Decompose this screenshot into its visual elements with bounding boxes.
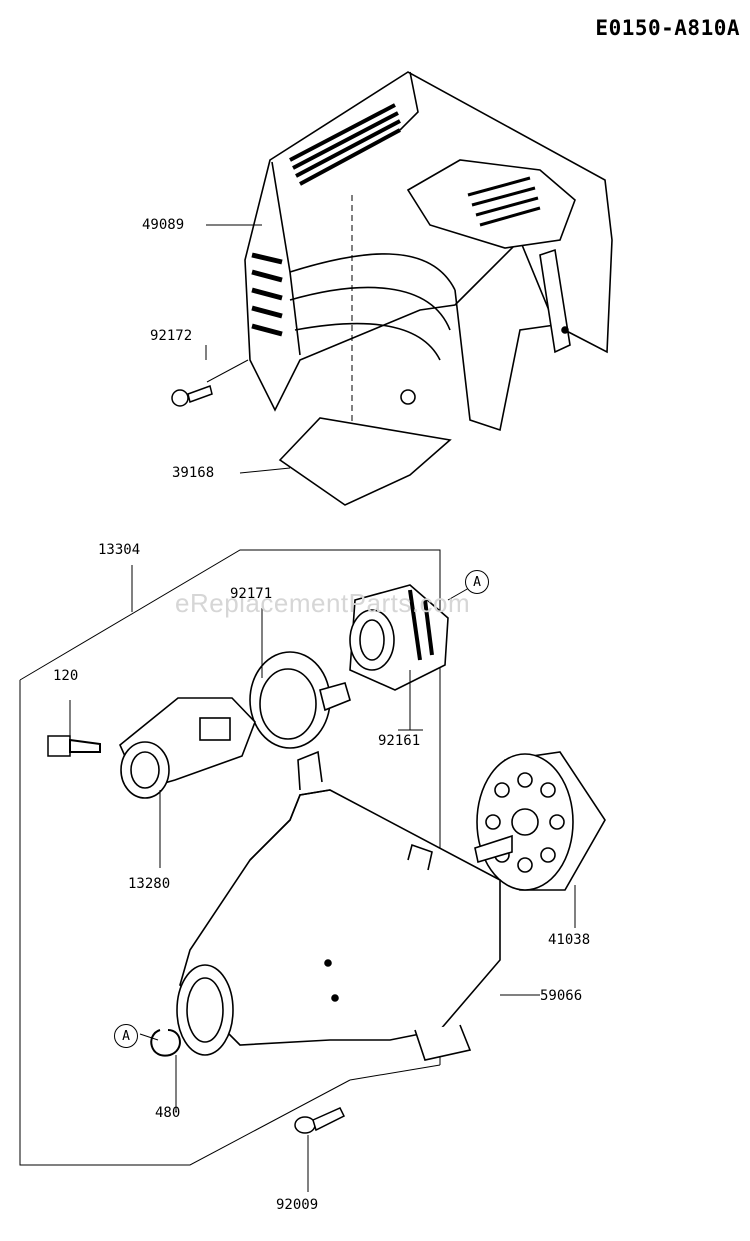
assembly-bottom-line bbox=[349, 1064, 441, 1081]
clutch-hub-drawing bbox=[119, 697, 256, 799]
shroud-side-vents bbox=[251, 252, 283, 337]
part-label-flywheel: 41038 bbox=[548, 932, 591, 948]
leader-lines-upper bbox=[205, 224, 291, 474]
circlip-drawing bbox=[150, 1029, 181, 1057]
bolt-120-drawing bbox=[47, 735, 101, 757]
assembly-boundary-bottom bbox=[19, 680, 351, 1166]
part-label-hub: 13280 bbox=[128, 876, 171, 892]
callout-a-lower: A bbox=[114, 1024, 138, 1048]
part-label-bolt-120: 120 bbox=[53, 668, 79, 684]
callout-a-upper: A bbox=[465, 570, 489, 594]
assembly-boundary-line bbox=[19, 549, 441, 1065]
part-label-housing-bolt: 92009 bbox=[276, 1197, 319, 1213]
shroud-top-vents bbox=[289, 103, 401, 186]
part-label-circlip: 480 bbox=[155, 1105, 181, 1121]
shroud-rear-vents bbox=[467, 176, 541, 227]
part-label-shroud: 49089 bbox=[142, 217, 185, 233]
part-label-ring: 92171 bbox=[230, 586, 273, 602]
clutch-housing-drawing bbox=[176, 750, 501, 1061]
spacer-ring-drawing bbox=[249, 651, 351, 749]
part-label-assembly: 13304 bbox=[98, 542, 141, 558]
housing-bolt-drawing bbox=[294, 1107, 346, 1134]
part-label-shroud-bolt: 92172 bbox=[150, 328, 193, 344]
shroud-bolt-drawing bbox=[171, 385, 213, 407]
diagram-code: E0150-A810A bbox=[595, 16, 740, 40]
shroud-plate bbox=[278, 417, 452, 506]
clutch-drum-drawing bbox=[349, 584, 449, 691]
part-label-housing: 59066 bbox=[540, 988, 583, 1004]
part-label-shroud-plate: 39168 bbox=[172, 465, 215, 481]
part-label-clutch-drum: 92161 bbox=[378, 733, 421, 749]
watermark: eReplacementParts.com bbox=[175, 588, 471, 618]
engine-shroud-cover bbox=[244, 71, 613, 432]
leader-lines-lower bbox=[69, 583, 576, 1192]
flywheel-drawing bbox=[474, 751, 606, 891]
